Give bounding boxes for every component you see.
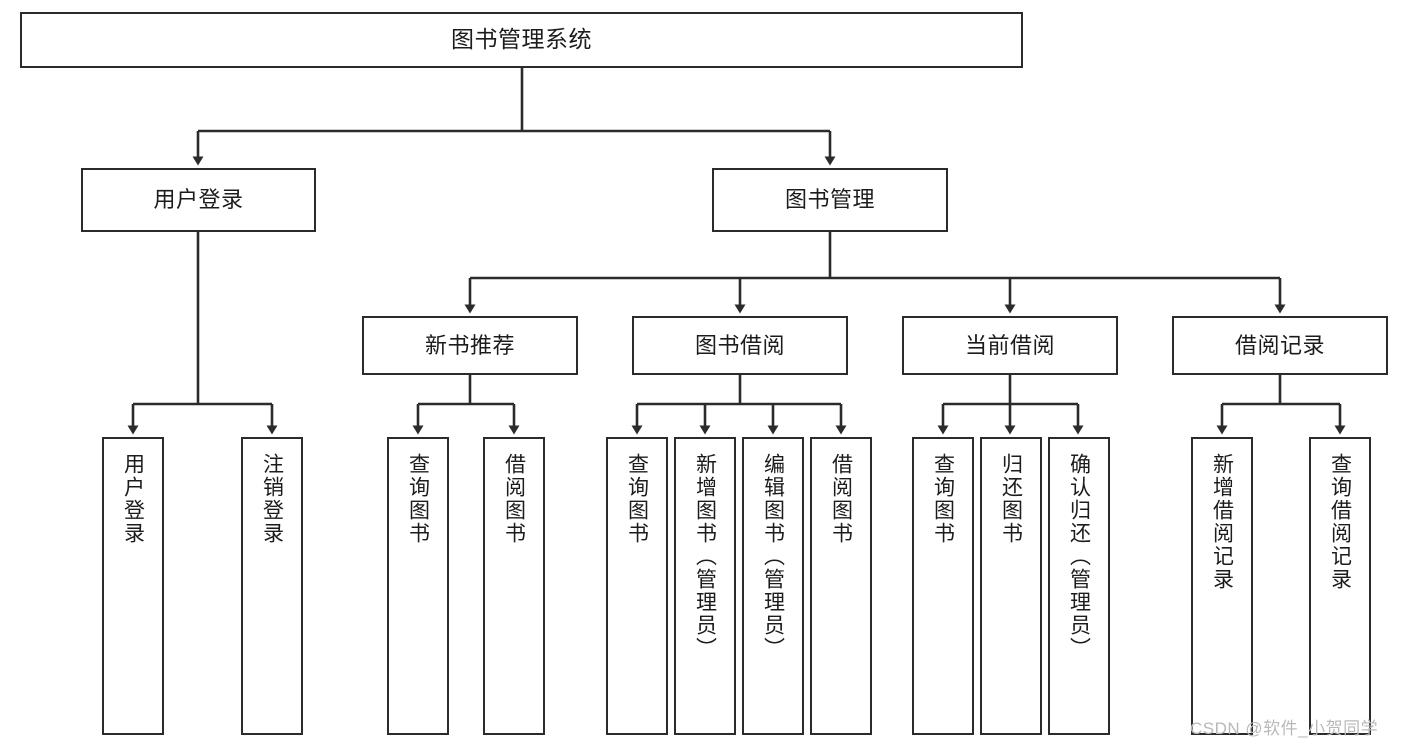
node-leaf-query-book-current[interactable]: 查询图书 xyxy=(912,437,974,735)
node-leaf-add-borrow-record[interactable]: 新增借阅记录 xyxy=(1191,437,1253,735)
node-user-login[interactable]: 用户登录 xyxy=(81,168,316,232)
node-leaf-return-book[interactable]: 归还图书 xyxy=(980,437,1042,735)
node-label: 用户登录 xyxy=(153,187,244,213)
node-leaf-query-book-recommend[interactable]: 查询图书 xyxy=(387,437,449,735)
node-label: 图书管理 xyxy=(784,187,875,213)
node-leaf-query-book-borrow[interactable]: 查询图书 xyxy=(606,437,668,735)
node-label: 图书借阅 xyxy=(694,332,785,358)
csdn-watermark: CSDN @软件_小贺同学 xyxy=(1190,719,1379,738)
node-label: 编辑图书（管理员） xyxy=(761,453,785,660)
node-leaf-borrow-book-recommend[interactable]: 借阅图书 xyxy=(483,437,545,735)
node-leaf-borrow-book[interactable]: 借阅图书 xyxy=(810,437,872,735)
node-label: 查询图书 xyxy=(406,453,430,545)
node-label: 新书推荐 xyxy=(424,332,515,358)
node-leaf-user-login[interactable]: 用户登录 xyxy=(102,437,164,735)
node-label: 查询图书 xyxy=(931,453,955,545)
node-leaf-query-borrow-record[interactable]: 查询借阅记录 xyxy=(1309,437,1371,735)
node-label: 借阅记录 xyxy=(1234,332,1325,358)
node-label: 用户登录 xyxy=(121,453,145,545)
node-label: 新增图书（管理员） xyxy=(693,453,717,660)
node-current-borrow[interactable]: 当前借阅 xyxy=(902,316,1118,375)
node-label: 查询借阅记录 xyxy=(1328,453,1352,591)
node-label: 当前借阅 xyxy=(964,332,1055,358)
node-book-management-system[interactable]: 图书管理系统 xyxy=(20,12,1023,68)
node-book-borrow[interactable]: 图书借阅 xyxy=(632,316,848,375)
node-label: 图书管理系统 xyxy=(451,26,592,53)
node-label: 归还图书 xyxy=(999,453,1023,545)
node-new-book-recommend[interactable]: 新书推荐 xyxy=(362,316,578,375)
node-label: 新增借阅记录 xyxy=(1210,453,1234,591)
node-label: 查询图书 xyxy=(625,453,649,545)
node-leaf-confirm-return-admin[interactable]: 确认归还（管理员） xyxy=(1048,437,1110,735)
node-leaf-edit-book-admin[interactable]: 编辑图书（管理员） xyxy=(742,437,804,735)
node-label: 借阅图书 xyxy=(829,453,853,545)
node-label: 注销登录 xyxy=(260,453,284,545)
node-borrow-record[interactable]: 借阅记录 xyxy=(1172,316,1388,375)
node-label: 借阅图书 xyxy=(502,453,526,545)
node-label: 确认归还（管理员） xyxy=(1067,453,1091,660)
node-leaf-add-book-admin[interactable]: 新增图书（管理员） xyxy=(674,437,736,735)
node-leaf-logout[interactable]: 注销登录 xyxy=(241,437,303,735)
node-book-management[interactable]: 图书管理 xyxy=(712,168,948,232)
